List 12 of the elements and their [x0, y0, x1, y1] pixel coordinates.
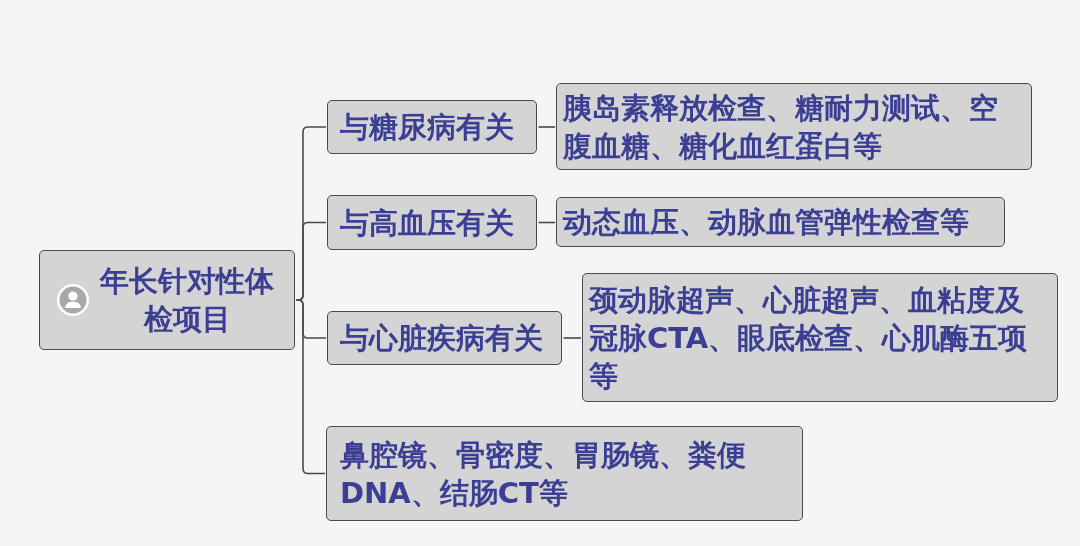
topic-box: 动态血压、动脉血管弹性检查等: [556, 197, 1005, 247]
topic-box: 与心脏疾病有关: [327, 311, 562, 365]
topic-box: 胰岛素释放检查、糖耐力测试、空腹血糖、糖化血红蛋白等: [556, 83, 1032, 170]
topic-text: 年长针对性体检项目: [98, 263, 275, 338]
connector-line: [562, 337, 582, 339]
topic-box: 与高血压有关: [327, 195, 537, 250]
topic-box: 颈动脉超声、心脏超声、血粘度及冠脉CTA、眼底检查、心肌酶五项等: [582, 273, 1058, 402]
connector-line: [295, 299, 327, 339]
topic-box: 与糖尿病有关: [327, 100, 537, 154]
connector-line: [537, 126, 556, 128]
topic-box: 鼻腔镜、骨密度、胃肠镜、粪便DNA、结肠CT等: [326, 426, 803, 521]
topic-box: [39, 250, 295, 350]
